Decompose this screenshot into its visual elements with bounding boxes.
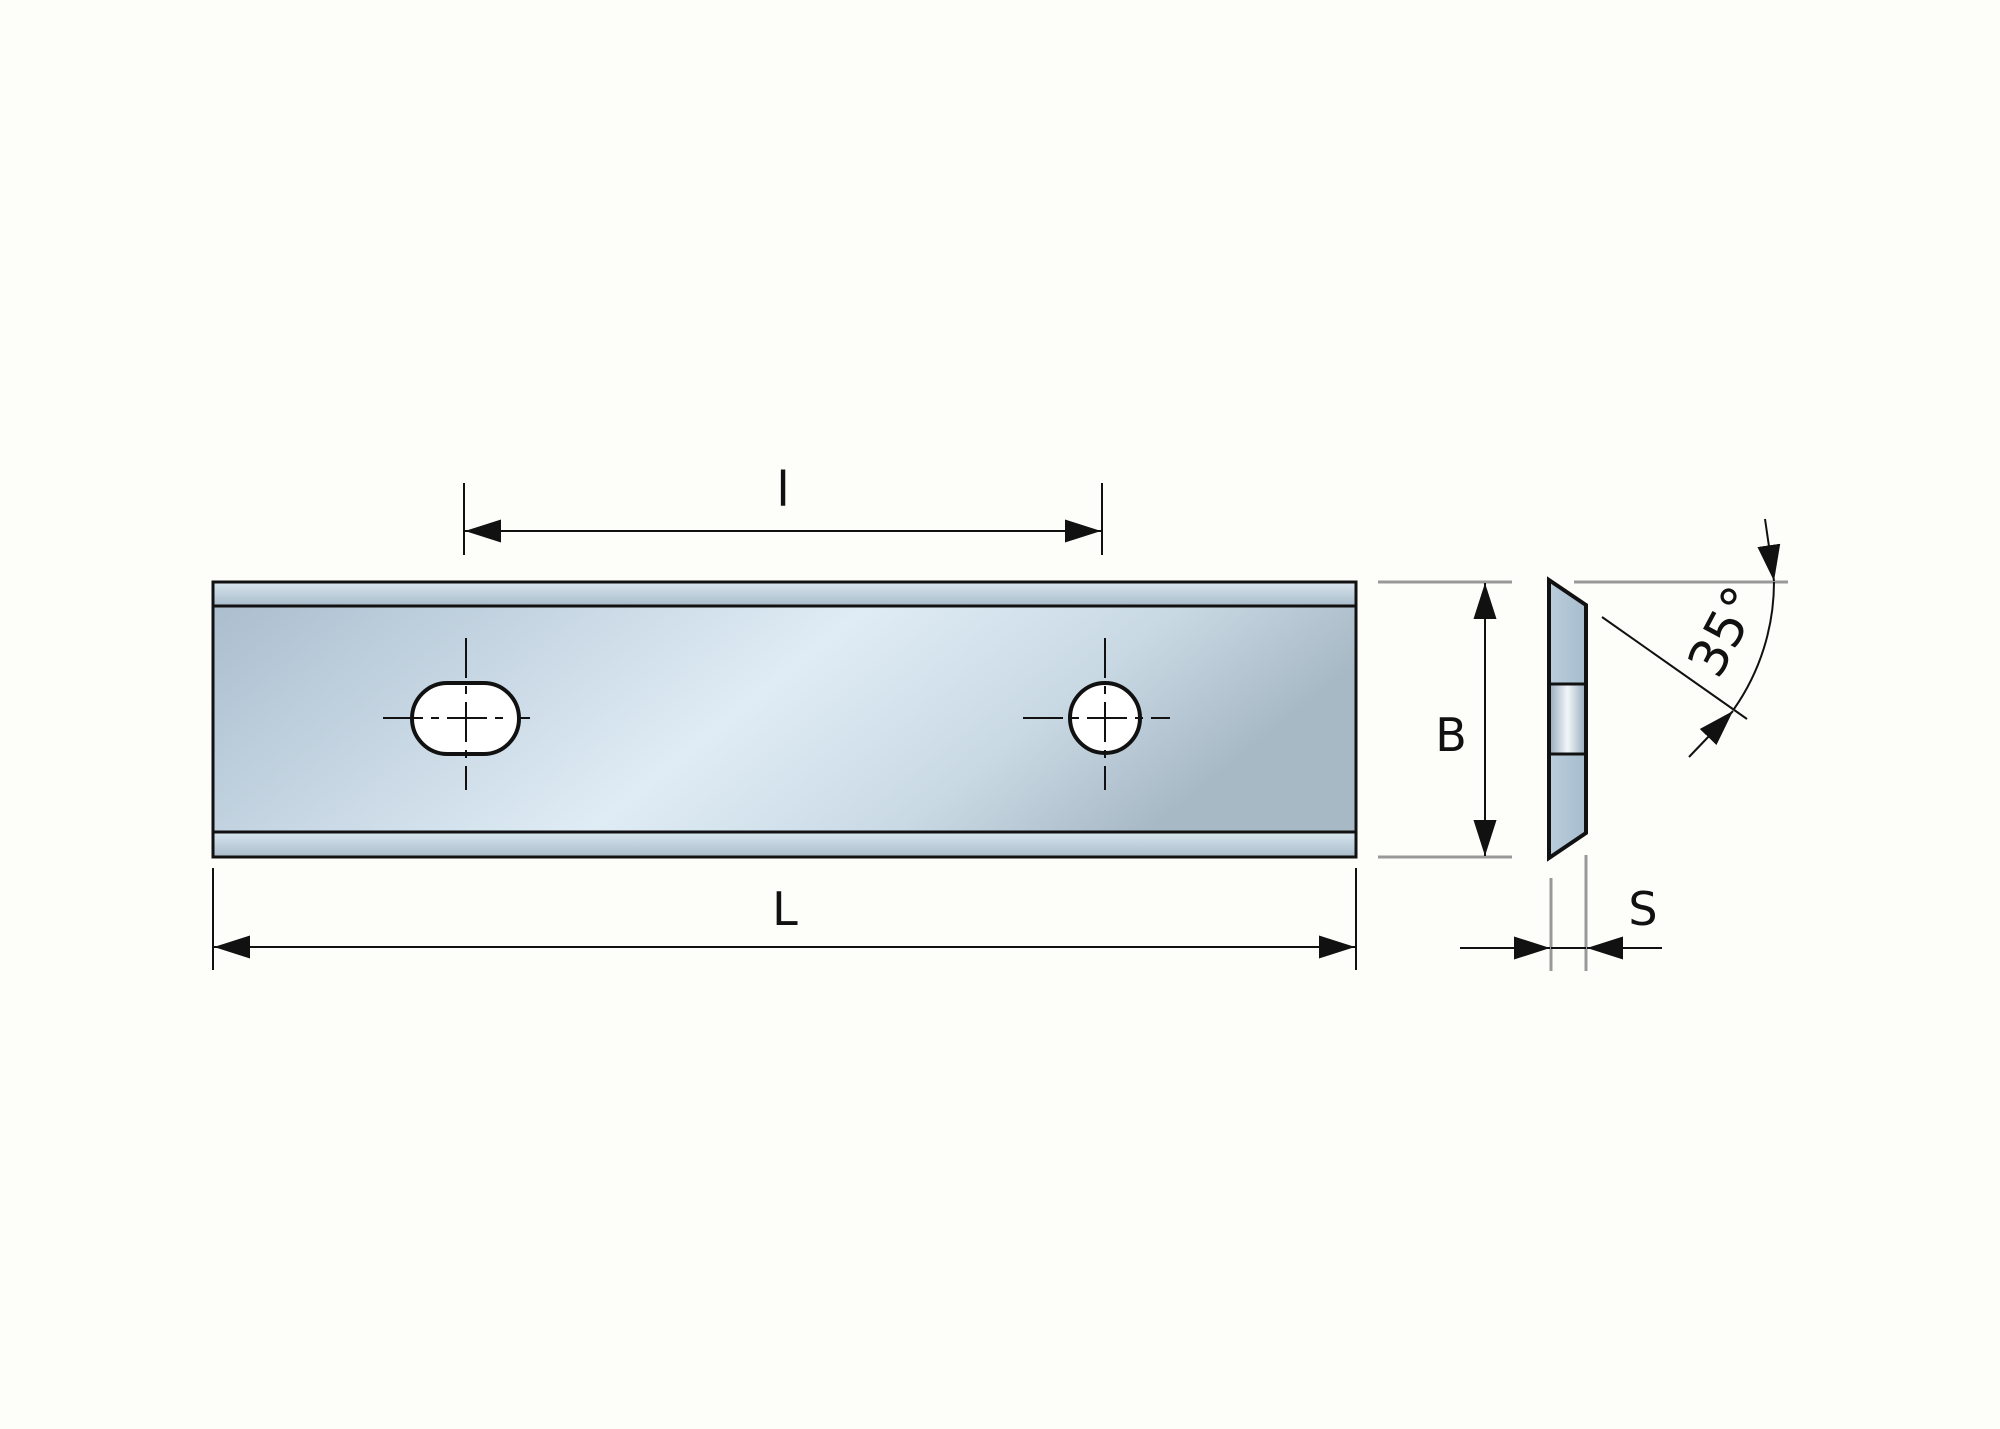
slot-centerlines — [383, 638, 530, 790]
label-angle: 35° — [1677, 577, 1773, 687]
dimension-hole-spacing — [463, 483, 1103, 555]
blade-side-view — [1547, 576, 1588, 862]
blade-front-view — [211, 580, 1358, 859]
dimension-angle — [1574, 518, 1788, 758]
blade-body — [211, 580, 1358, 859]
label-length: L — [772, 882, 798, 936]
label-hole-spacing: l — [777, 461, 788, 517]
label-thickness: S — [1628, 882, 1657, 936]
blade-top-bevel — [211, 580, 1358, 608]
dimension-length — [212, 868, 1357, 970]
dimension-width — [1378, 580, 1512, 859]
round-hole-centerlines — [1023, 638, 1170, 790]
blade-bottom-bevel — [211, 830, 1358, 859]
label-width: B — [1435, 708, 1467, 762]
dimension-thickness — [1460, 855, 1662, 971]
